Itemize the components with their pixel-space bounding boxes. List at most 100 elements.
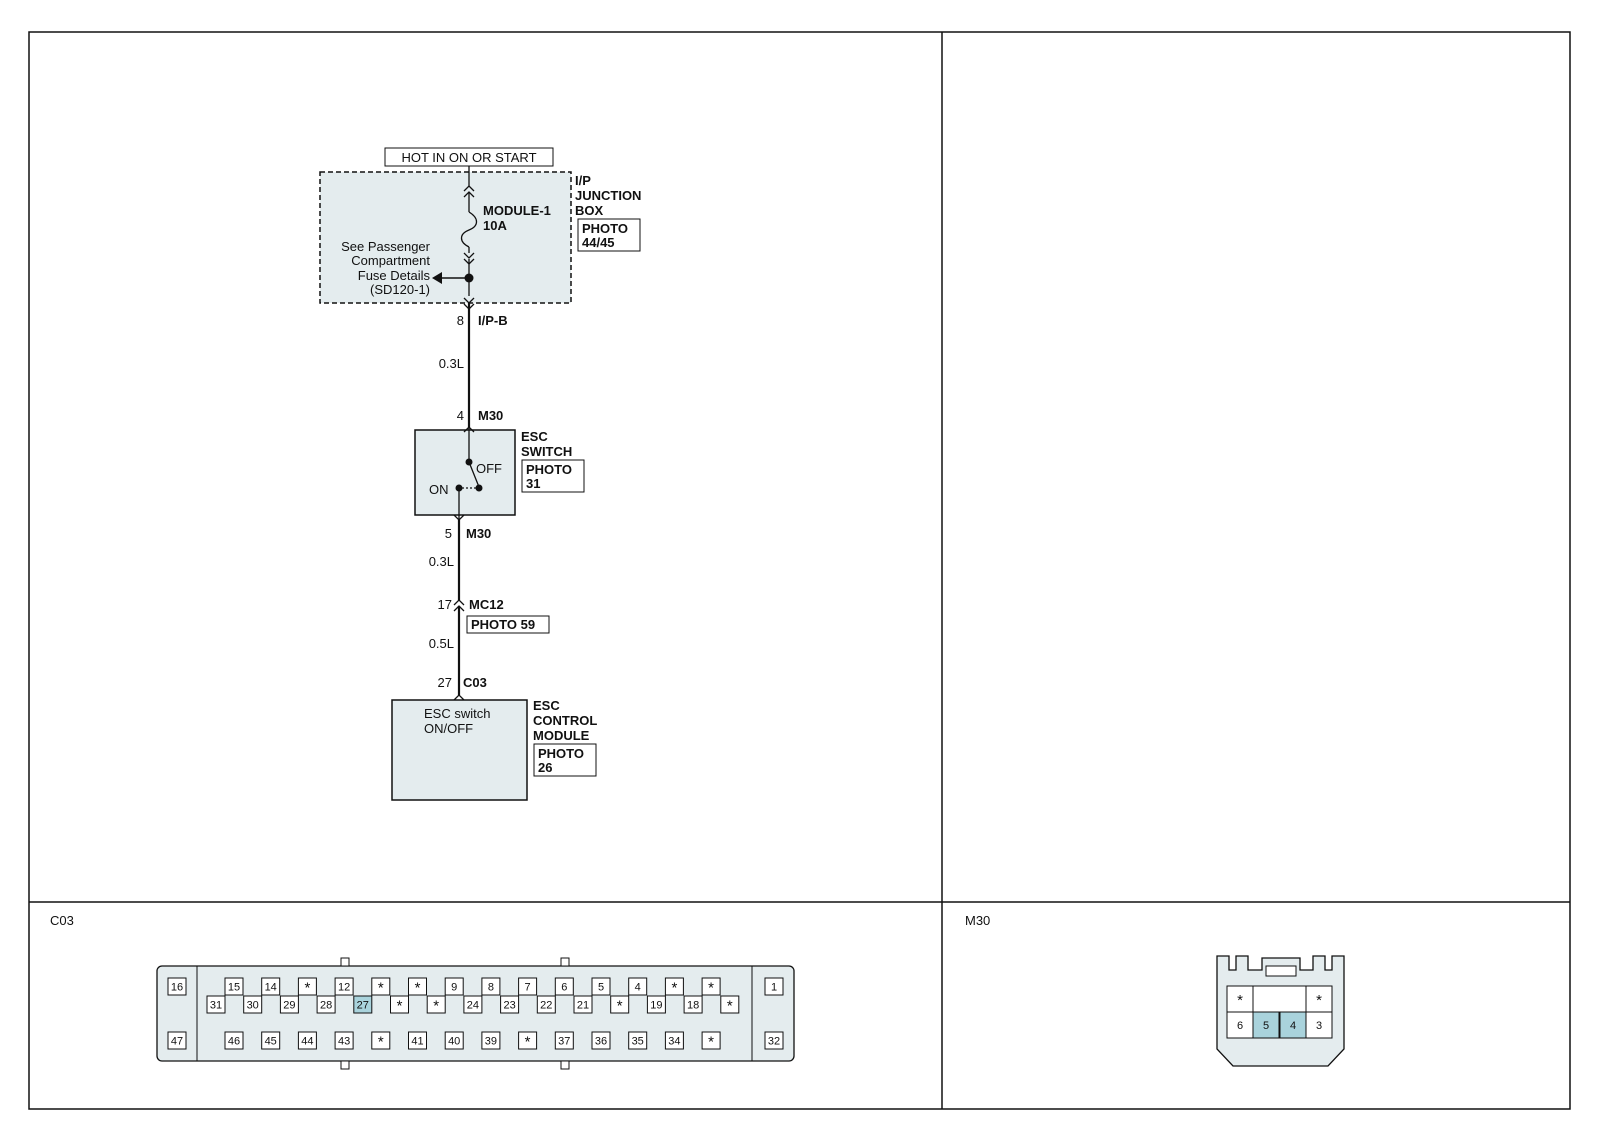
junction-box-photo-2: 44/45 <box>582 235 615 250</box>
c03-pin-cell: 40 <box>444 1031 464 1050</box>
c03-pin-cell-label: * <box>525 1034 531 1051</box>
c03-pin-cell-left-bottom-label: 47 <box>171 1036 183 1048</box>
splice-arrow-head <box>432 272 442 284</box>
c03-pin-cell: 29 <box>279 995 299 1014</box>
junction-box <box>319 171 572 304</box>
fuse-symbol <box>460 166 478 296</box>
c03-pin-cell-label: * <box>397 998 403 1015</box>
wire-2-spec: 0.3L <box>429 554 454 569</box>
c03-pin-cell: * <box>371 1031 391 1051</box>
c03-pin-cell-cell <box>224 1031 244 1050</box>
c03-pin-cell-cell <box>390 995 409 1014</box>
c03-pin-cell-label: 30 <box>247 1000 259 1012</box>
junction-box-photo-1: PHOTO <box>582 221 628 236</box>
c03-pin-cell-right-bottom-cell <box>764 1031 784 1050</box>
c03-pin-cell-label: 21 <box>577 1000 589 1012</box>
junction-box-name-3: BOX <box>575 203 604 218</box>
c03-pin-cell-label: 18 <box>687 1000 699 1012</box>
c03-pin-cell: 23 <box>500 995 520 1014</box>
esc-module-inner-2: ON/OFF <box>424 721 473 736</box>
mc12-photo-box <box>466 615 550 634</box>
c03-pin-cell-label: * <box>708 980 714 997</box>
c03-pin-cell: * <box>720 995 740 1015</box>
c03-pin-cell-label: 22 <box>540 1000 552 1012</box>
c03-pin-cell-label: 6 <box>561 982 567 994</box>
m30-pin-cell-label: 4 <box>1290 1020 1296 1032</box>
fuse-name: MODULE-1 <box>483 203 551 218</box>
m30-pin-cell: * <box>1305 985 1333 1013</box>
junction-box-photo-box <box>577 218 641 252</box>
c03-pin-cell-cell <box>591 977 611 996</box>
c03-pin-cell-right-bottom-label: 32 <box>768 1036 780 1048</box>
c03-pin-cell-left-bottom-cell <box>167 1031 187 1050</box>
c03-pin-cell-label: 15 <box>228 982 240 994</box>
c03-pin-cell-cell <box>701 977 721 996</box>
m30-pin-cell-label: 3 <box>1316 1020 1322 1032</box>
c03-pin-cell-label: 28 <box>320 1000 332 1012</box>
esc-switch-off-label: OFF <box>476 461 502 476</box>
c03-pin-cell-label: 40 <box>448 1036 460 1048</box>
m30-pin-cell: 5 <box>1252 1011 1280 1039</box>
esc-module-photo-2: 26 <box>538 760 552 775</box>
c03-pin-cell: 44 <box>297 1031 317 1050</box>
c03-pin-cell-label: 8 <box>488 982 494 994</box>
c03-pin-cell-label: 23 <box>503 1000 515 1012</box>
c03-pin-cell-cell <box>720 995 740 1014</box>
c03-pin-cell: 46 <box>224 1031 244 1050</box>
c03-pin-cell-label: 44 <box>301 1036 313 1048</box>
wire-1-spec: 0.3L <box>439 356 464 371</box>
m30-pin-cell: 4 <box>1279 1011 1307 1039</box>
m30-pin-cell: * <box>1226 985 1254 1013</box>
c03-pin-cell-label: 36 <box>595 1036 607 1048</box>
c03-pin-cell-cell <box>334 1031 354 1050</box>
fuse-note-3: Fuse Details <box>358 268 431 283</box>
c03-pin-cell-label: * <box>617 998 623 1015</box>
c03-pin-cell: 45 <box>261 1031 281 1050</box>
fuse-rating: 10A <box>483 218 507 233</box>
c03-pin-cell-cell <box>444 977 464 996</box>
m30-pin-cell-label: 5 <box>1263 1020 1269 1032</box>
esc-module-photo-box <box>533 743 597 777</box>
c03-pin-cell-cell <box>518 1031 538 1050</box>
c03-pin-cell: 34 <box>664 1031 684 1050</box>
fuse-note-4: (SD120-1) <box>370 282 430 297</box>
c03-pin-cell-cell <box>481 1031 501 1050</box>
c03-pin-cell: 28 <box>316 995 336 1014</box>
m30-pin-cell: 6 <box>1226 1011 1254 1039</box>
c03-pin-cell-cell <box>628 977 648 996</box>
esc-switch-name-2: SWITCH <box>521 444 572 459</box>
m30-pin-cell-cell <box>1252 985 1307 1013</box>
ipb-connector-name: I/P-B <box>478 313 508 328</box>
m30-out-connector-name: M30 <box>466 526 491 541</box>
c03-pin-cell-cell <box>279 995 299 1014</box>
c03-pin-cell-cell <box>408 977 427 996</box>
m30-out-pin: 5 <box>445 526 452 541</box>
c03-pin-cell-cell <box>297 1031 317 1050</box>
m30-pin-cell-cell <box>1226 1011 1254 1039</box>
c03-pin-cell: 31 <box>206 995 226 1014</box>
c03-pin-cell-cell <box>371 977 391 996</box>
esc-module-name-3: MODULE <box>533 728 590 743</box>
m30-pin-cell-cell <box>1279 1011 1307 1039</box>
c03-pin-cell: 18 <box>683 995 703 1014</box>
c03-pin-cell-cell <box>297 977 317 996</box>
c03-pin-cell-label: 34 <box>668 1036 680 1048</box>
esc-switch-photo-box <box>521 459 585 493</box>
c03-pin-cell: 27 <box>353 995 373 1014</box>
c03-connector-symbol <box>453 694 465 701</box>
c03-pin-cell: * <box>518 1031 538 1051</box>
m30-pin-cell-cell <box>1252 1011 1280 1039</box>
c03-pin-cell-cell <box>664 1031 684 1050</box>
c03-pin-cell: 41 <box>408 1031 427 1050</box>
c03-pin-cell: 14 <box>261 977 281 996</box>
c03-pin-cell-label: 24 <box>467 1000 479 1012</box>
c03-pin-cell: 4 <box>628 977 648 996</box>
ipb-pin: 8 <box>457 313 464 328</box>
m30-in-connector-name: M30 <box>478 408 503 423</box>
c03-pin-cell-label: 31 <box>210 1000 222 1012</box>
c03-connector-name: C03 <box>463 675 487 690</box>
esc-module-body <box>391 699 528 801</box>
